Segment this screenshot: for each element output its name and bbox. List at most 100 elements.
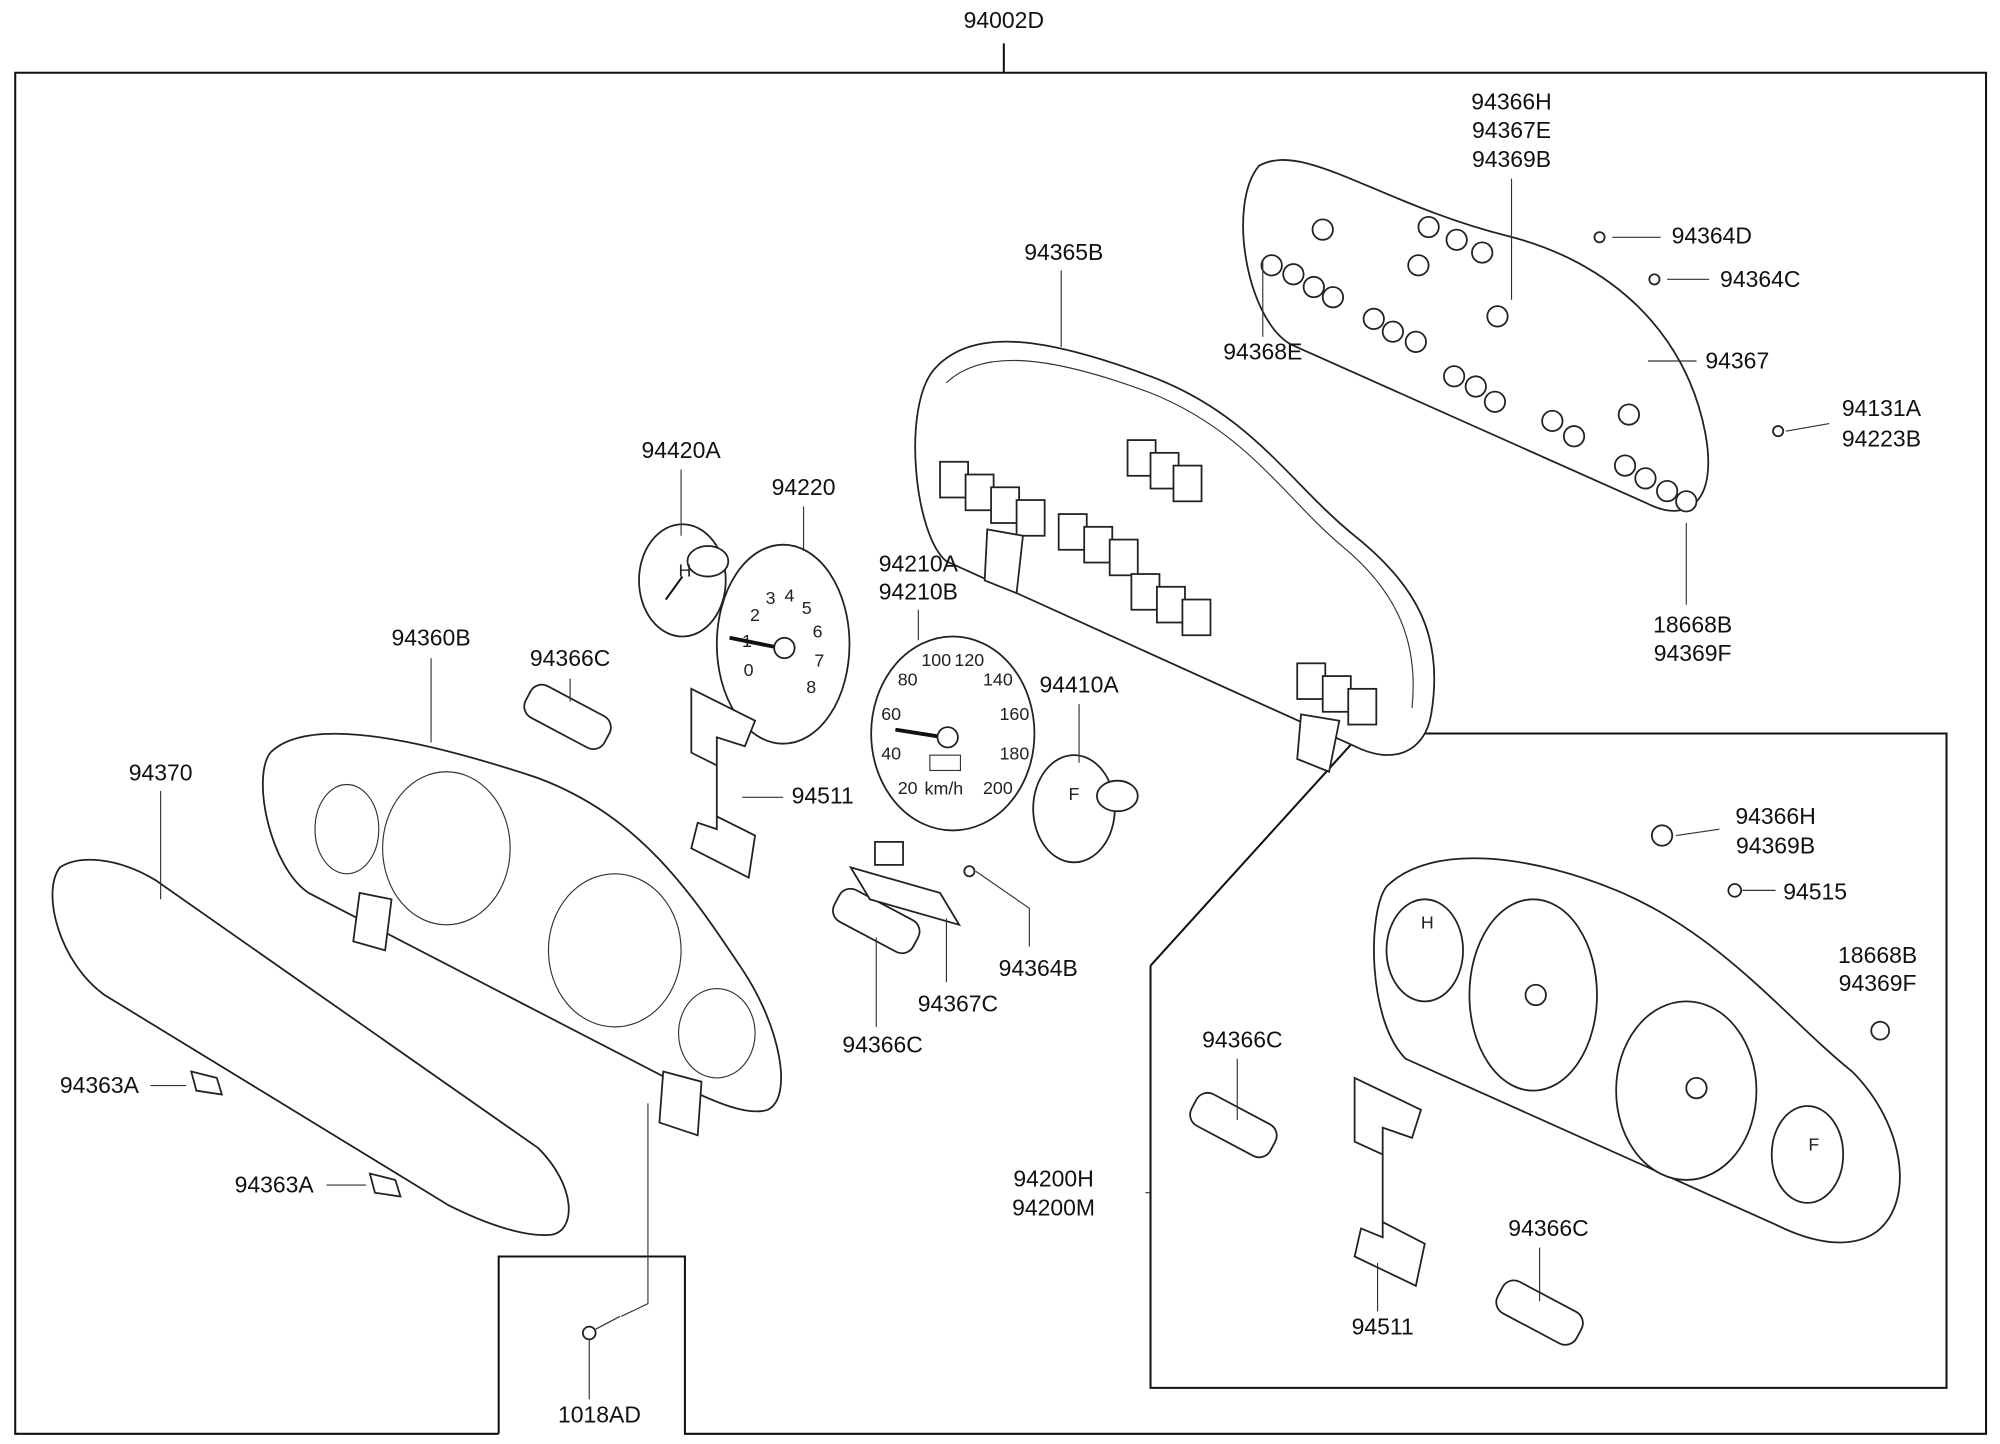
label-sub-18668B: 18668B bbox=[1838, 942, 1917, 968]
label-94420A: 94420A bbox=[642, 437, 722, 463]
bulb-socket bbox=[1617, 403, 1640, 426]
speedo-unit: km/h bbox=[925, 779, 964, 799]
bulb-socket bbox=[1302, 275, 1325, 299]
label-94360B: 94360B bbox=[392, 624, 471, 650]
connector-block bbox=[1083, 525, 1114, 564]
fuel-dial-mark: F bbox=[1069, 784, 1080, 804]
bulb-socket bbox=[1381, 320, 1404, 343]
temp-gauge-94420A: H bbox=[638, 523, 730, 638]
tacho-tick-label: 7 bbox=[814, 651, 824, 671]
sub-fuel-mark: F bbox=[1808, 1135, 1819, 1155]
speedo-tick-label: 80 bbox=[898, 670, 918, 690]
connector-block bbox=[939, 460, 970, 499]
bulb-socket bbox=[1404, 330, 1427, 353]
bulb-socket bbox=[1483, 390, 1507, 413]
speedo-tick-label: 140 bbox=[983, 670, 1013, 690]
label-94365B: 94365B bbox=[1024, 239, 1103, 265]
connector-block bbox=[1156, 585, 1186, 624]
frames bbox=[14, 43, 1988, 1435]
label-sub-94366C-right: 94366C bbox=[1508, 1215, 1588, 1241]
label-94002D: 94002D bbox=[964, 7, 1044, 33]
tacho-tick-label: 2 bbox=[750, 605, 760, 625]
label-1018AD: 1018AD bbox=[558, 1401, 641, 1427]
speedo-tick-label: 180 bbox=[1000, 744, 1030, 764]
main-frame bbox=[14, 71, 1988, 1435]
connector-block bbox=[1181, 598, 1212, 637]
label-94364D: 94364D bbox=[1672, 223, 1752, 249]
meter-case bbox=[914, 340, 1436, 773]
label-94515: 94515 bbox=[1783, 878, 1847, 904]
tacho-tick-label: 8 bbox=[806, 677, 816, 697]
speedo-tick-label: 60 bbox=[881, 704, 901, 724]
bulb-socket bbox=[1464, 375, 1487, 398]
bulb-socket bbox=[1471, 241, 1494, 264]
temp-dial-mark: H bbox=[678, 561, 691, 581]
connector-block bbox=[1130, 573, 1161, 611]
label-94369F: 94369F bbox=[1654, 640, 1732, 666]
fuel-gauge-94410A: F bbox=[1032, 754, 1139, 864]
speedo-tick-label: 100 bbox=[921, 650, 951, 670]
speedo-tick-label: 200 bbox=[983, 778, 1013, 798]
lens bbox=[51, 858, 570, 1237]
label-94366C-mid: 94366C bbox=[842, 1031, 922, 1057]
tacho-tick-label: 0 bbox=[744, 660, 754, 680]
tacho-tick-label: 4 bbox=[785, 586, 795, 606]
speedo-tick-label: 40 bbox=[881, 744, 901, 764]
connector-block bbox=[1321, 675, 1352, 713]
connector-block bbox=[1172, 464, 1203, 503]
label-94511: 94511 bbox=[792, 783, 854, 809]
label-94364C: 94364C bbox=[1720, 266, 1800, 292]
label-sub-94369F: 94369F bbox=[1839, 970, 1917, 996]
label-sub-94369B: 94369B bbox=[1736, 832, 1815, 858]
label-94200M: 94200M bbox=[1012, 1195, 1095, 1221]
bulb-socket bbox=[1634, 467, 1657, 490]
label-94368E: 94368E bbox=[1223, 339, 1302, 365]
bulb-socket bbox=[1541, 409, 1564, 433]
bulb-socket bbox=[1562, 425, 1586, 448]
label-94366C-top: 94366C bbox=[530, 645, 610, 671]
label-18668B: 18668B bbox=[1653, 612, 1732, 638]
leader-lines bbox=[150, 178, 1830, 1400]
bulb-socket bbox=[1613, 454, 1637, 477]
connector-block bbox=[964, 473, 995, 512]
pcb-plate bbox=[1242, 159, 1710, 513]
connector-block bbox=[1057, 513, 1088, 551]
tacho-tick-label: 3 bbox=[766, 588, 776, 608]
tacho-tick-label: 6 bbox=[813, 622, 823, 642]
label-94200H: 94200H bbox=[1013, 1165, 1093, 1191]
subassembly-94200H: H F bbox=[1189, 857, 1901, 1346]
label-sub-94366H: 94366H bbox=[1735, 803, 1815, 829]
speedo-tick-label: 120 bbox=[954, 650, 984, 670]
connector-block bbox=[990, 486, 1021, 524]
speedo-tick-label: 20 bbox=[898, 778, 918, 798]
connector-block bbox=[1296, 662, 1327, 700]
bulb-socket bbox=[1443, 365, 1466, 388]
bulb-socket bbox=[1362, 307, 1385, 331]
label-94220: 94220 bbox=[772, 474, 836, 500]
connector-block bbox=[1108, 538, 1139, 577]
connector-block bbox=[1015, 499, 1046, 537]
label-94366H: 94366H bbox=[1471, 89, 1551, 115]
bulb-socket bbox=[1486, 305, 1509, 328]
bulb-socket bbox=[1656, 480, 1679, 503]
label-sub-94511: 94511 bbox=[1352, 1313, 1414, 1339]
bezel bbox=[261, 732, 782, 1137]
bulb-socket bbox=[1311, 218, 1334, 241]
label-94223B: 94223B bbox=[1842, 425, 1921, 451]
label-94210B: 94210B bbox=[879, 579, 958, 605]
subassembly-frame bbox=[1149, 732, 1948, 1389]
label-94367E: 94367E bbox=[1472, 117, 1551, 143]
small-parts bbox=[190, 231, 1890, 1341]
bulb-socket bbox=[1445, 228, 1468, 251]
tacho-tick-label: 5 bbox=[802, 598, 812, 618]
case-connectors bbox=[939, 439, 1378, 726]
label-94363A-2: 94363A bbox=[235, 1172, 315, 1198]
label-94364B: 94364B bbox=[999, 955, 1078, 981]
label-94367: 94367 bbox=[1705, 348, 1769, 374]
bulb-socket bbox=[1417, 215, 1440, 239]
bulb-socket bbox=[1321, 286, 1345, 309]
